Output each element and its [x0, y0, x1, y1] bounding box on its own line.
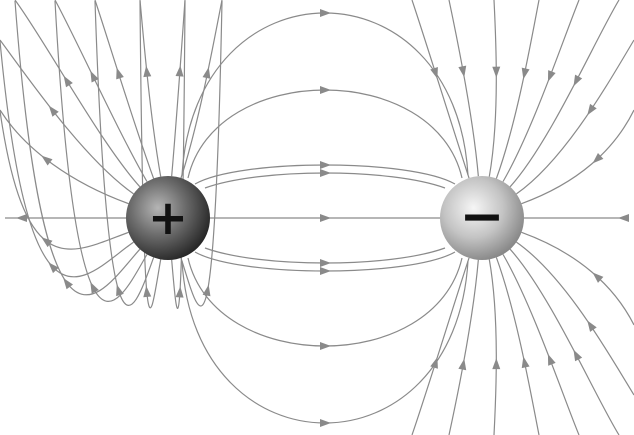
field-line-24	[180, 0, 223, 307]
field-line-32	[509, 248, 620, 435]
field-arrow	[143, 65, 152, 78]
field-line-17	[0, 39, 134, 195]
field-arrow	[320, 9, 331, 17]
field-arrow	[592, 272, 604, 283]
field-line-22	[171, 0, 186, 309]
field-line-30	[502, 254, 580, 435]
field-arrow	[41, 155, 53, 166]
negative-sign: −	[459, 185, 504, 248]
field-arrow	[175, 286, 184, 298]
field-line-6	[181, 260, 469, 424]
field-line-28	[495, 257, 540, 435]
field-line-21	[171, 0, 186, 177]
field-line-20	[0, 110, 129, 250]
field-line-38	[448, 259, 479, 435]
field-line-13	[54, 0, 148, 182]
field-arrow	[521, 356, 530, 369]
field-arrow	[618, 214, 629, 222]
field-arrow	[63, 75, 73, 88]
field-arrow	[587, 320, 597, 332]
positive-sign: +	[148, 190, 188, 246]
field-arrow	[430, 67, 438, 79]
field-arrow	[573, 74, 583, 87]
field-arrow	[587, 103, 597, 116]
field-line-31	[509, 0, 620, 188]
field-arrow	[202, 284, 211, 297]
field-line-29	[502, 0, 580, 182]
field-arrow	[320, 214, 331, 222]
field-line-37	[448, 0, 479, 177]
field-line-23	[180, 0, 223, 179]
field-arrow	[202, 67, 211, 79]
field-line-16	[14, 0, 141, 296]
field-line-9	[139, 0, 162, 177]
field-line-39	[411, 0, 470, 179]
field-arrow	[592, 152, 604, 164]
field-arrow	[547, 70, 556, 82]
field-arrow	[320, 419, 331, 427]
field-arrow	[547, 354, 556, 366]
field-line-7	[204, 172, 446, 189]
field-line-35	[521, 109, 634, 205]
field-arrow	[521, 67, 530, 80]
field-arrow	[458, 65, 467, 78]
field-line-15	[14, 0, 141, 188]
field-arrow	[492, 66, 501, 78]
field-line-26	[488, 259, 497, 435]
field-arrow	[90, 70, 99, 83]
field-arrows	[16, 9, 629, 427]
field-line-12	[94, 0, 155, 306]
field-arrow	[430, 357, 438, 369]
field-arrow	[320, 342, 331, 350]
field-line-11	[94, 0, 155, 179]
field-arrow	[143, 285, 152, 298]
field-line-10	[139, 0, 162, 309]
field-arrow	[48, 105, 59, 117]
field-arrow	[320, 267, 331, 275]
field-line-36	[521, 231, 634, 326]
field-line-19	[0, 109, 129, 205]
field-line-33	[516, 39, 634, 195]
field-arrow	[63, 277, 73, 290]
field-arrow	[116, 67, 124, 80]
positive-charge: +	[126, 176, 210, 260]
field-arrow	[41, 237, 53, 248]
field-arrow	[175, 65, 184, 77]
field-line-8	[204, 247, 446, 264]
field-line-25	[488, 0, 497, 177]
field-arrow	[90, 282, 99, 294]
field-line-34	[516, 241, 634, 396]
field-arrow	[16, 214, 27, 222]
field-arrow	[320, 161, 331, 169]
field-line-27	[495, 0, 540, 179]
field-line-40	[411, 257, 470, 435]
field-arrow	[573, 349, 583, 362]
field-arrow	[320, 86, 331, 94]
field-arrow	[320, 259, 331, 267]
field-line-5	[181, 12, 469, 176]
negative-charge: −	[440, 176, 524, 260]
field-arrow	[116, 284, 124, 297]
field-arrow	[320, 169, 331, 177]
field-arrow	[48, 262, 59, 274]
field-arrow	[458, 358, 467, 371]
field-line-14	[54, 0, 148, 302]
field-arrow	[492, 358, 501, 370]
field-line-18	[0, 40, 134, 278]
